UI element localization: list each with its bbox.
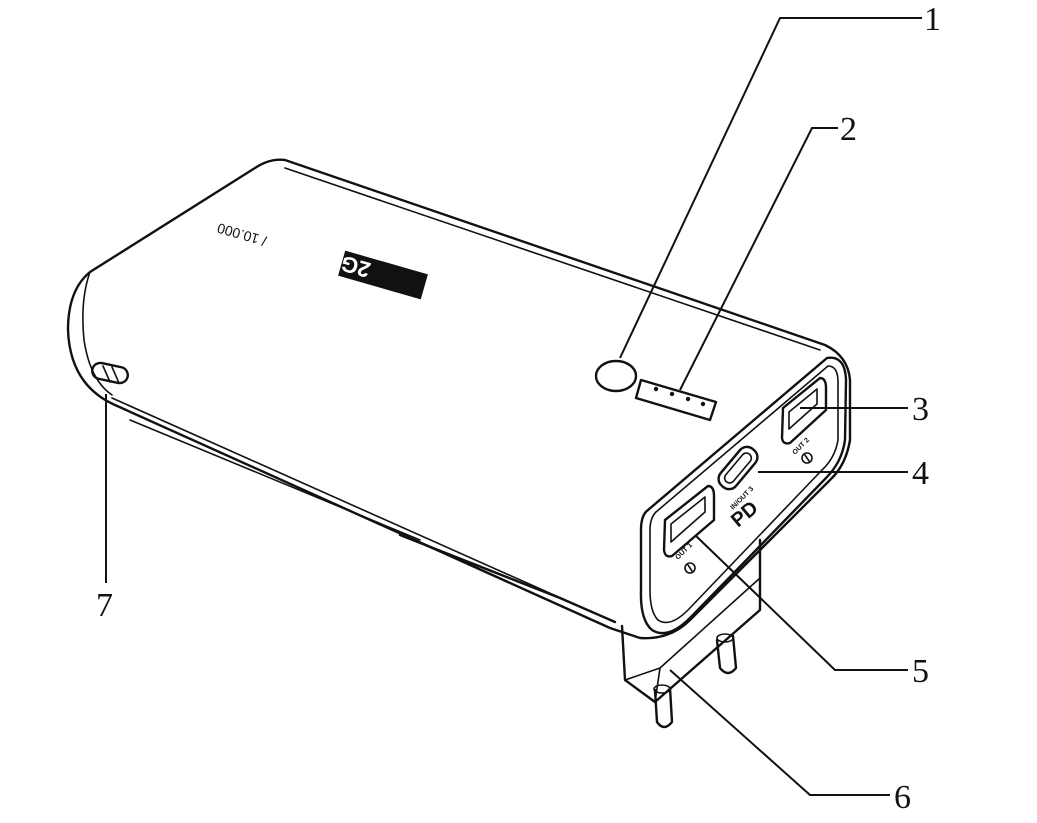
usb-a-port-out1[interactable]: OUT 1 — [662, 484, 716, 561]
callout-6: 6 — [894, 779, 911, 816]
leader-2 — [679, 127, 838, 391]
callout-leaders — [105, 17, 922, 796]
brand-logo: 2GO — [322, 246, 374, 283]
ac-plug — [620, 538, 762, 729]
leader-5 — [694, 534, 908, 671]
callout-5: 5 — [912, 653, 929, 690]
capacity-text: / 10.000 — [215, 220, 268, 249]
powerbank-body — [66, 158, 852, 640]
leader-1 — [619, 17, 922, 359]
brand-marking: 2GO / 10.000 — [215, 220, 428, 300]
callout-2: 2 — [840, 111, 857, 148]
quick-charge-icon-out1 — [684, 562, 696, 574]
callout-4: 4 — [912, 455, 929, 492]
power-button[interactable] — [594, 359, 638, 393]
flashlight — [91, 361, 129, 385]
front-panel — [639, 356, 848, 635]
callout-1: 1 — [924, 1, 941, 38]
callout-numbers: 1 2 3 4 5 6 7 — [96, 1, 941, 816]
led-indicator — [634, 378, 718, 422]
quick-charge-icon-out2 — [801, 452, 813, 464]
callout-3: 3 — [912, 391, 929, 428]
callout-7: 7 — [96, 587, 113, 624]
leader-6 — [669, 669, 890, 796]
